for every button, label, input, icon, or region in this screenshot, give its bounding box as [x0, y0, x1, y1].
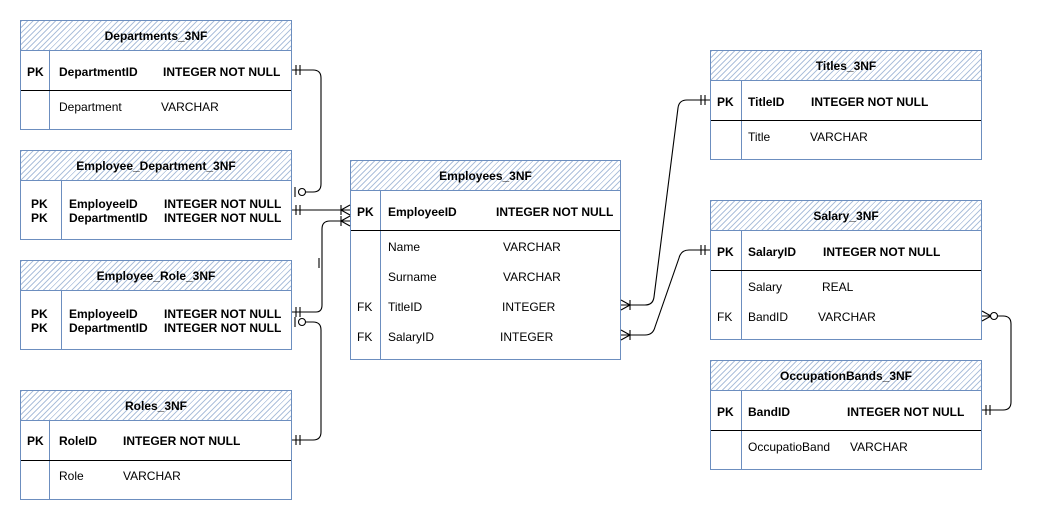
column-type: INTEGER NOT NULL INTEGER NOT NULL: [164, 307, 282, 335]
column-name: EmployeeID DepartmentID: [69, 197, 148, 225]
column-name: Salary: [748, 280, 783, 294]
column-name: Title: [748, 130, 771, 144]
key-label: PK: [357, 205, 374, 219]
column-type: VARCHAR: [123, 469, 181, 483]
column-name: DepartmentID: [59, 65, 138, 79]
column-type: INTEGER NOT NULL: [811, 95, 929, 109]
table-title: Employees_3NF: [351, 161, 620, 191]
column-type: VARCHAR: [850, 440, 908, 454]
key-label: FK: [717, 310, 733, 324]
column-type: INTEGER: [500, 330, 554, 344]
table-occupation-bands[interactable]: OccupationBands_3NF PK BandID INTEGER NO…: [710, 360, 982, 470]
column-name: BandID: [748, 310, 789, 324]
key-label: PK: [717, 245, 734, 259]
column-name: Surname: [388, 270, 437, 284]
column-type: INTEGER NOT NULL: [496, 205, 614, 219]
key-label: PK: [717, 95, 734, 109]
table-employees[interactable]: Employees_3NF PK EmployeeID INTEGER NOT …: [350, 160, 621, 360]
column-type: VARCHAR: [818, 310, 876, 324]
relationship-employees-titles[interactable]: [620, 95, 710, 311]
key-label: PK PK: [31, 307, 48, 335]
key-label: FK: [357, 300, 373, 314]
column-name: EmployeeID: [388, 205, 457, 219]
table-title: Titles_3NF: [711, 51, 981, 81]
column-type: VARCHAR: [503, 270, 561, 284]
table-title: OccupationBands_3NF: [711, 361, 981, 391]
table-titles[interactable]: Titles_3NF PK TitleID INTEGER NOT NULL T…: [710, 50, 982, 160]
relationship-employees-salary[interactable]: [620, 245, 710, 341]
table-title: Roles_3NF: [21, 391, 291, 421]
key-label: PK: [717, 405, 734, 419]
key-label: FK: [357, 330, 373, 344]
column-type: INTEGER: [502, 300, 556, 314]
table-title: Employee_Role_3NF: [21, 261, 291, 291]
table-title: Employee_Department_3NF: [21, 151, 291, 181]
column-type: INTEGER NOT NULL: [123, 434, 241, 448]
column-name: RoleID: [59, 434, 98, 448]
table-salary[interactable]: Salary_3NF PK SalaryID INTEGER NOT NULL …: [710, 200, 982, 340]
column-type: VARCHAR: [161, 100, 219, 114]
column-name: Role: [59, 469, 84, 483]
column-name: SalaryID: [748, 245, 797, 259]
column-name: TitleID: [748, 95, 785, 109]
column-name: Name: [388, 240, 421, 254]
table-title: Salary_3NF: [711, 201, 981, 231]
table-employee-role[interactable]: Employee_Role_3NF PK PK EmployeeID Depar…: [20, 260, 292, 350]
table-roles[interactable]: Roles_3NF PK RoleID INTEGER NOT NULL Rol…: [20, 390, 292, 500]
column-type: INTEGER NOT NULL: [847, 405, 965, 419]
column-name: BandID: [748, 405, 790, 419]
column-type: REAL: [822, 280, 854, 294]
column-type: VARCHAR: [810, 130, 868, 144]
key-label: PK: [27, 434, 44, 448]
column-name: Department: [59, 100, 122, 114]
column-name: EmployeeID DepartmentID: [69, 307, 148, 335]
column-type: INTEGER NOT NULL: [163, 65, 281, 79]
table-departments[interactable]: Departments_3NF PK DepartmentID INTEGER …: [20, 20, 292, 130]
column-name: SalaryID: [388, 330, 435, 344]
relationship-employee-department-employees[interactable]: [292, 204, 351, 216]
relationship-occupation-bands-salary[interactable]: [981, 310, 1012, 415]
table-employee-department[interactable]: Employee_Department_3NF PK PK EmployeeID…: [20, 150, 292, 240]
key-label: PK: [27, 65, 44, 79]
column-name: OccupatioBand: [748, 440, 831, 454]
relationship-roles-employee-role[interactable]: [292, 317, 322, 445]
relationship-departments-employee-department[interactable]: [292, 65, 322, 197]
column-name: TitleID: [388, 300, 423, 314]
relationship-employee-role-employees[interactable]: [292, 215, 351, 317]
table-title: Departments_3NF: [21, 21, 291, 51]
key-label: PK PK: [31, 197, 48, 225]
column-type: INTEGER NOT NULL: [823, 245, 941, 259]
column-type: INTEGER NOT NULL INTEGER NOT NULL: [164, 197, 282, 225]
column-type: VARCHAR: [503, 240, 561, 254]
